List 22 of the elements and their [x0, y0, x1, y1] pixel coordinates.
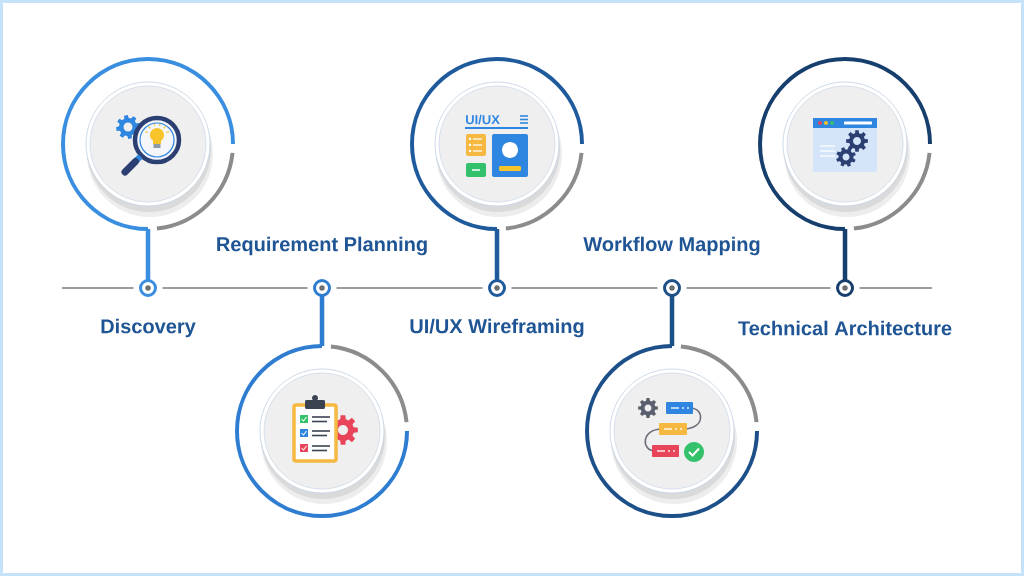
stage-label: Technical Architecture — [738, 320, 952, 336]
connector-line — [145, 229, 151, 281]
timeline-dot — [836, 279, 854, 297]
stage-label: Discovery — [101, 318, 196, 338]
connector-line — [669, 295, 675, 346]
timeline-segment — [858, 287, 933, 289]
timeline-dot — [663, 279, 681, 297]
stage-label: Requirement Planning — [217, 236, 427, 256]
timeline-dot — [488, 279, 506, 297]
icon-text: UI/UX — [466, 114, 500, 125]
stage-label: UI/UX Wireframing — [410, 318, 584, 338]
timeline-segment — [61, 287, 135, 289]
connector-line — [319, 295, 325, 346]
timeline-segment — [335, 287, 484, 289]
connector-line — [494, 229, 500, 281]
timeline-segment — [685, 287, 832, 289]
timeline-dot — [139, 279, 157, 297]
timeline-segment — [510, 287, 659, 289]
timeline-dot — [313, 279, 331, 297]
connector-line — [842, 229, 848, 281]
timeline-segment — [161, 287, 309, 289]
stage-label: Workflow Mapping — [583, 236, 760, 256]
